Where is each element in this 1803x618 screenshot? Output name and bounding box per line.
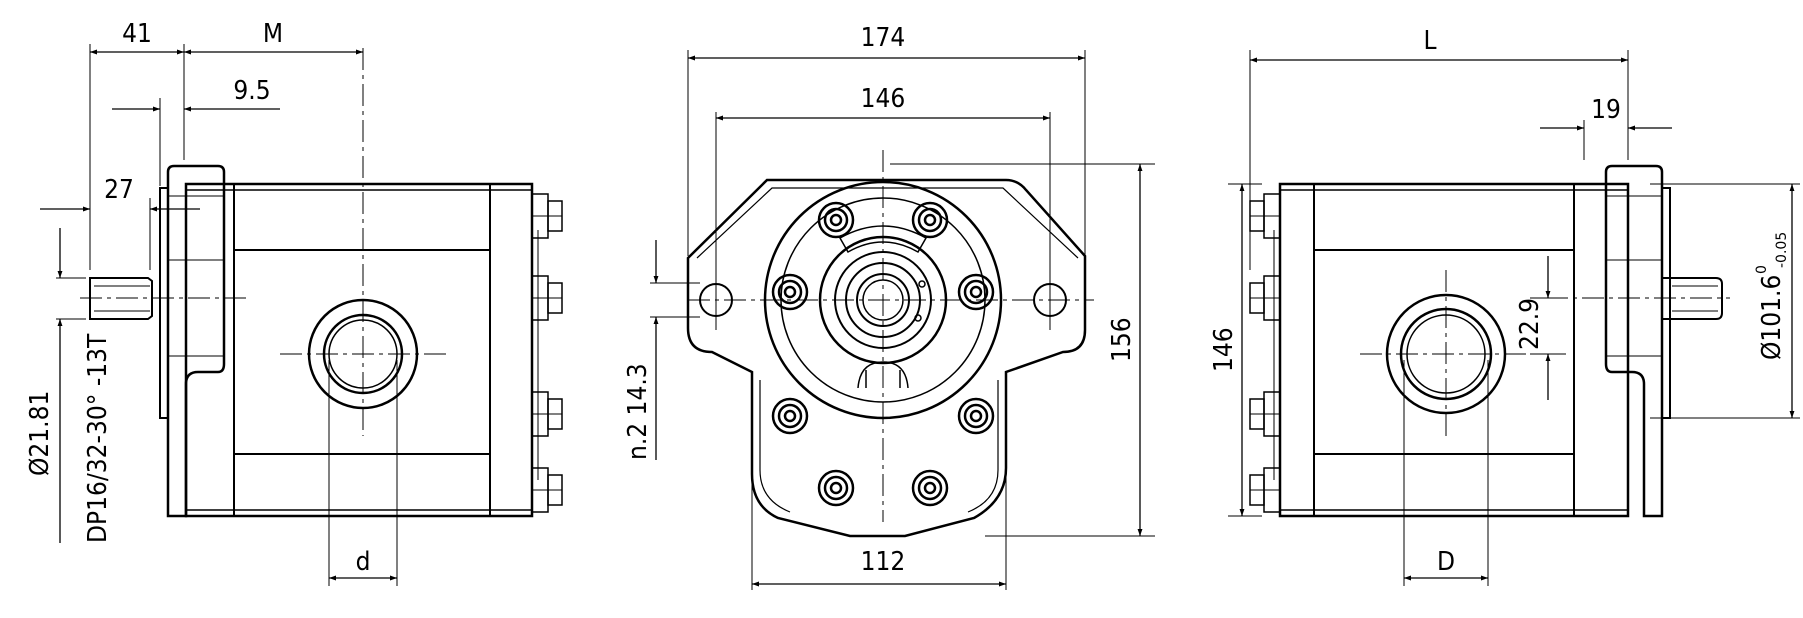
- right-drive-shaft: [1662, 277, 1723, 320]
- dim-L: L: [1423, 26, 1436, 56]
- dim-156: 156: [1107, 317, 1137, 362]
- holes-label: n.2 14.3: [623, 363, 653, 460]
- spline-spec-label: DP16/32-30° -13T: [83, 333, 113, 543]
- front-centerlines: [688, 150, 1094, 522]
- dim-41: 41: [122, 19, 152, 49]
- dim-22-9: 22.9: [1515, 298, 1545, 350]
- front-flange-outline: [686, 178, 1087, 538]
- end-cap-bolts: [531, 193, 563, 513]
- centerlines: [80, 48, 446, 436]
- dim-146-side: 146: [1209, 327, 1239, 372]
- right-pump-body: [1278, 182, 1630, 518]
- dim-174: 174: [861, 23, 906, 53]
- front-view: 174 146 112 156 n.2 14.3: [623, 23, 1155, 590]
- dim-d: d: [356, 547, 371, 577]
- right-centerlines: [1360, 270, 1730, 440]
- mounting-flange: [166, 164, 226, 518]
- pilot-diameter-label: Ø101.6: [1757, 275, 1787, 360]
- dim-27: 27: [104, 175, 134, 205]
- pilot-tolerance-lower: -0.05: [1774, 232, 1790, 268]
- right-end-cap-bolts: [1249, 193, 1281, 513]
- front-bolt-holes: [771, 201, 995, 507]
- left-side-view: 41 M 9.5 27 d Ø21.81 DP16/32-30° -13T: [25, 19, 563, 586]
- front-dimension-lines: [653, 55, 1143, 587]
- front-extension-lines: [650, 50, 1155, 590]
- pump-body: [184, 182, 534, 518]
- pilot-tolerance-upper: 0: [1754, 265, 1770, 274]
- extension-lines: [56, 44, 398, 586]
- right-dimension-lines: [1239, 57, 1795, 581]
- dim-146-front: 146: [861, 84, 906, 114]
- dim-m: M: [263, 19, 283, 49]
- dim-112: 112: [861, 547, 906, 577]
- shaft-diameter-label: Ø21.81: [25, 391, 55, 476]
- dimension-lines: [40, 49, 397, 581]
- right-mounting-flange: [1604, 164, 1664, 518]
- dim-19: 19: [1591, 95, 1621, 125]
- right-side-view: L 19 146 22.9 D Ø101.6 0 -0.05: [1209, 26, 1800, 586]
- dim-D: D: [1437, 547, 1455, 577]
- right-extension-lines: [1228, 50, 1800, 586]
- dim-9-5: 9.5: [233, 76, 270, 106]
- drive-shaft: [89, 277, 153, 320]
